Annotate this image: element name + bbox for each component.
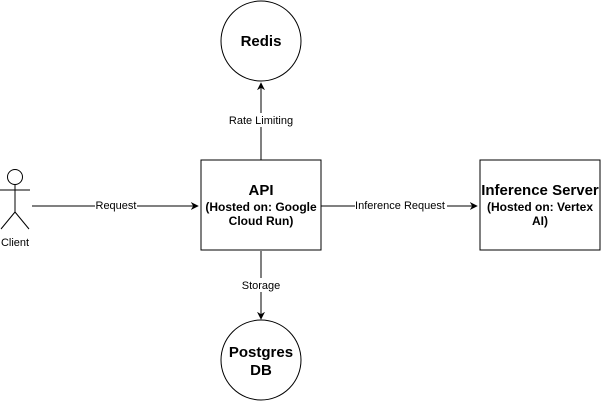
edge-label-request: Request: [96, 200, 137, 212]
edge-label-storage: Storage: [242, 280, 281, 292]
api-detail-line2: Cloud Run): [229, 214, 294, 228]
api-title: API: [248, 182, 273, 199]
edge-label-rate-limiting: Rate Limiting: [229, 115, 293, 127]
edge-api-to-redis[interactable]: Rate Limiting: [225, 82, 297, 160]
postgres-node[interactable]: Postgres DB: [220, 319, 302, 401]
inference-server-detail-line1: (Hosted on: Vertex: [487, 200, 593, 214]
edge-label-inference-request: Inference Request: [355, 200, 445, 212]
edge-api-to-postgres[interactable]: Storage: [238, 251, 284, 320]
stick-figure-icon: [0, 169, 30, 230]
redis-node[interactable]: Redis: [220, 0, 302, 82]
edge-label-background: [95, 199, 137, 212]
api-detail-line1: (Hosted on: Google: [205, 200, 317, 214]
edge-label-background: [238, 278, 284, 292]
inference-server-node[interactable]: Inference Server (Hosted on: Vertex AI): [479, 159, 601, 251]
inference-server-title: Inference Server: [481, 182, 599, 199]
edge-api-to-inference[interactable]: Inference Request: [321, 199, 478, 212]
api-node[interactable]: API (Hosted on: Google Cloud Run): [200, 159, 322, 251]
client-actor[interactable]: Client: [0, 169, 30, 250]
api-box: [200, 159, 322, 251]
inference-server-detail-line2: AI): [532, 214, 548, 228]
postgres-circle: [220, 319, 302, 401]
redis-circle: [220, 0, 302, 82]
edge-label-background: [225, 113, 297, 127]
redis-label: Redis: [241, 33, 282, 50]
postgres-label-line1: Postgres: [229, 344, 293, 361]
inference-server-box: [479, 159, 601, 251]
edge-label-background: [355, 199, 447, 212]
client-label: Client: [1, 237, 29, 249]
postgres-label-line2: DB: [250, 362, 272, 379]
edge-client-to-api[interactable]: Request: [32, 199, 199, 212]
